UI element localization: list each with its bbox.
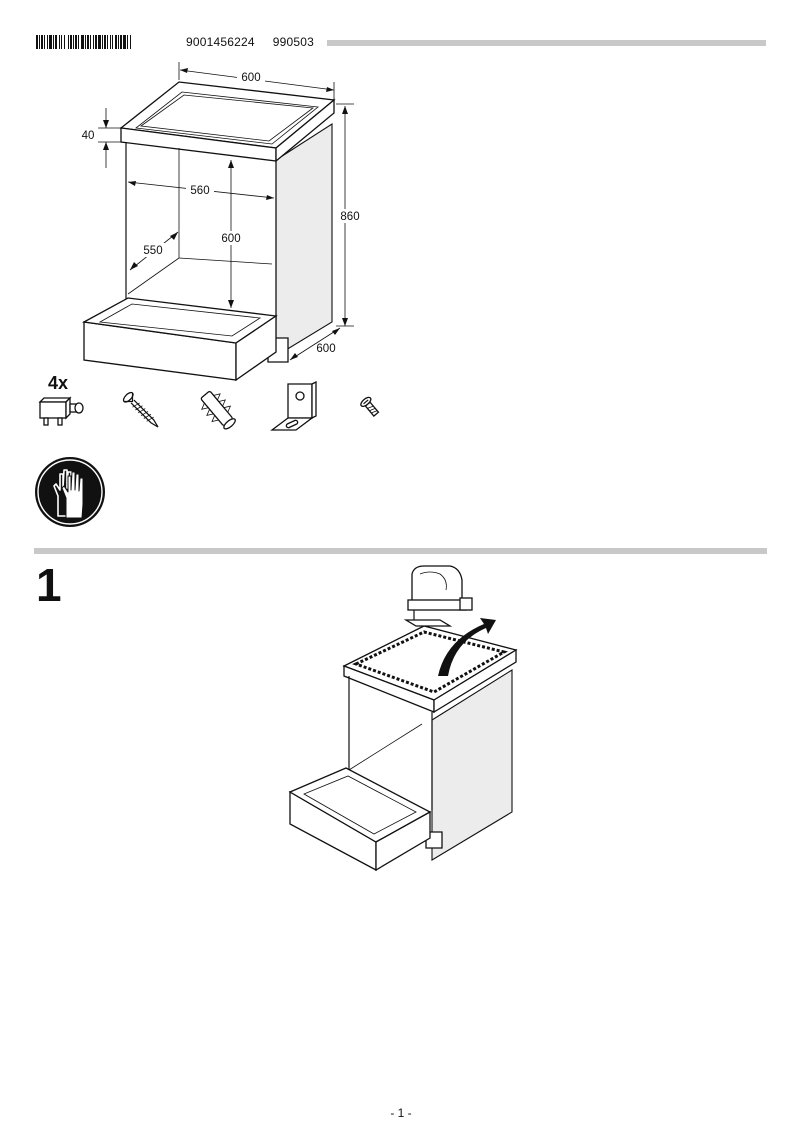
parts-quantity-label: 4x — [48, 373, 69, 393]
lift-arrow-icon — [438, 618, 496, 676]
section-divider — [34, 548, 767, 554]
dim-line-overall-depth — [289, 327, 341, 361]
step-number: 1 — [36, 559, 62, 611]
wall-plug-icon — [200, 390, 236, 430]
dim-label-overall-width: 600 — [241, 72, 260, 84]
dim-label-overall-height: 860 — [340, 211, 359, 223]
version-code: 990503 — [272, 35, 314, 49]
header-divider — [327, 40, 766, 46]
cabinet-side-panel — [431, 669, 513, 861]
cabinet-dimension-drawing: 600 40 560 600 550 860 600 — [82, 62, 364, 382]
dim-label-inner-height: 600 — [221, 233, 240, 245]
jigsaw-icon — [403, 565, 473, 627]
page-number: - 1 - — [390, 1106, 412, 1120]
angle-bracket-icon — [270, 380, 317, 431]
protective-gloves-icon — [35, 457, 105, 527]
part-number: 9001456224 — [186, 35, 255, 49]
dim-label-overall-depth: 600 — [316, 343, 335, 355]
dim-label-inner-depth: 550 — [143, 245, 162, 257]
bracket-clip-icon — [38, 396, 84, 426]
barcode-graphic — [36, 35, 131, 49]
step-1-illustration — [288, 565, 518, 872]
dim-label-top-thickness: 40 — [82, 130, 95, 142]
header-barcode-row: 9001456224 990503 — [36, 34, 314, 50]
short-screw-icon — [360, 396, 380, 417]
dim-label-inner-width: 560 — [190, 185, 209, 197]
cut-out-outline — [352, 630, 508, 694]
wood-screw-icon — [122, 391, 159, 428]
